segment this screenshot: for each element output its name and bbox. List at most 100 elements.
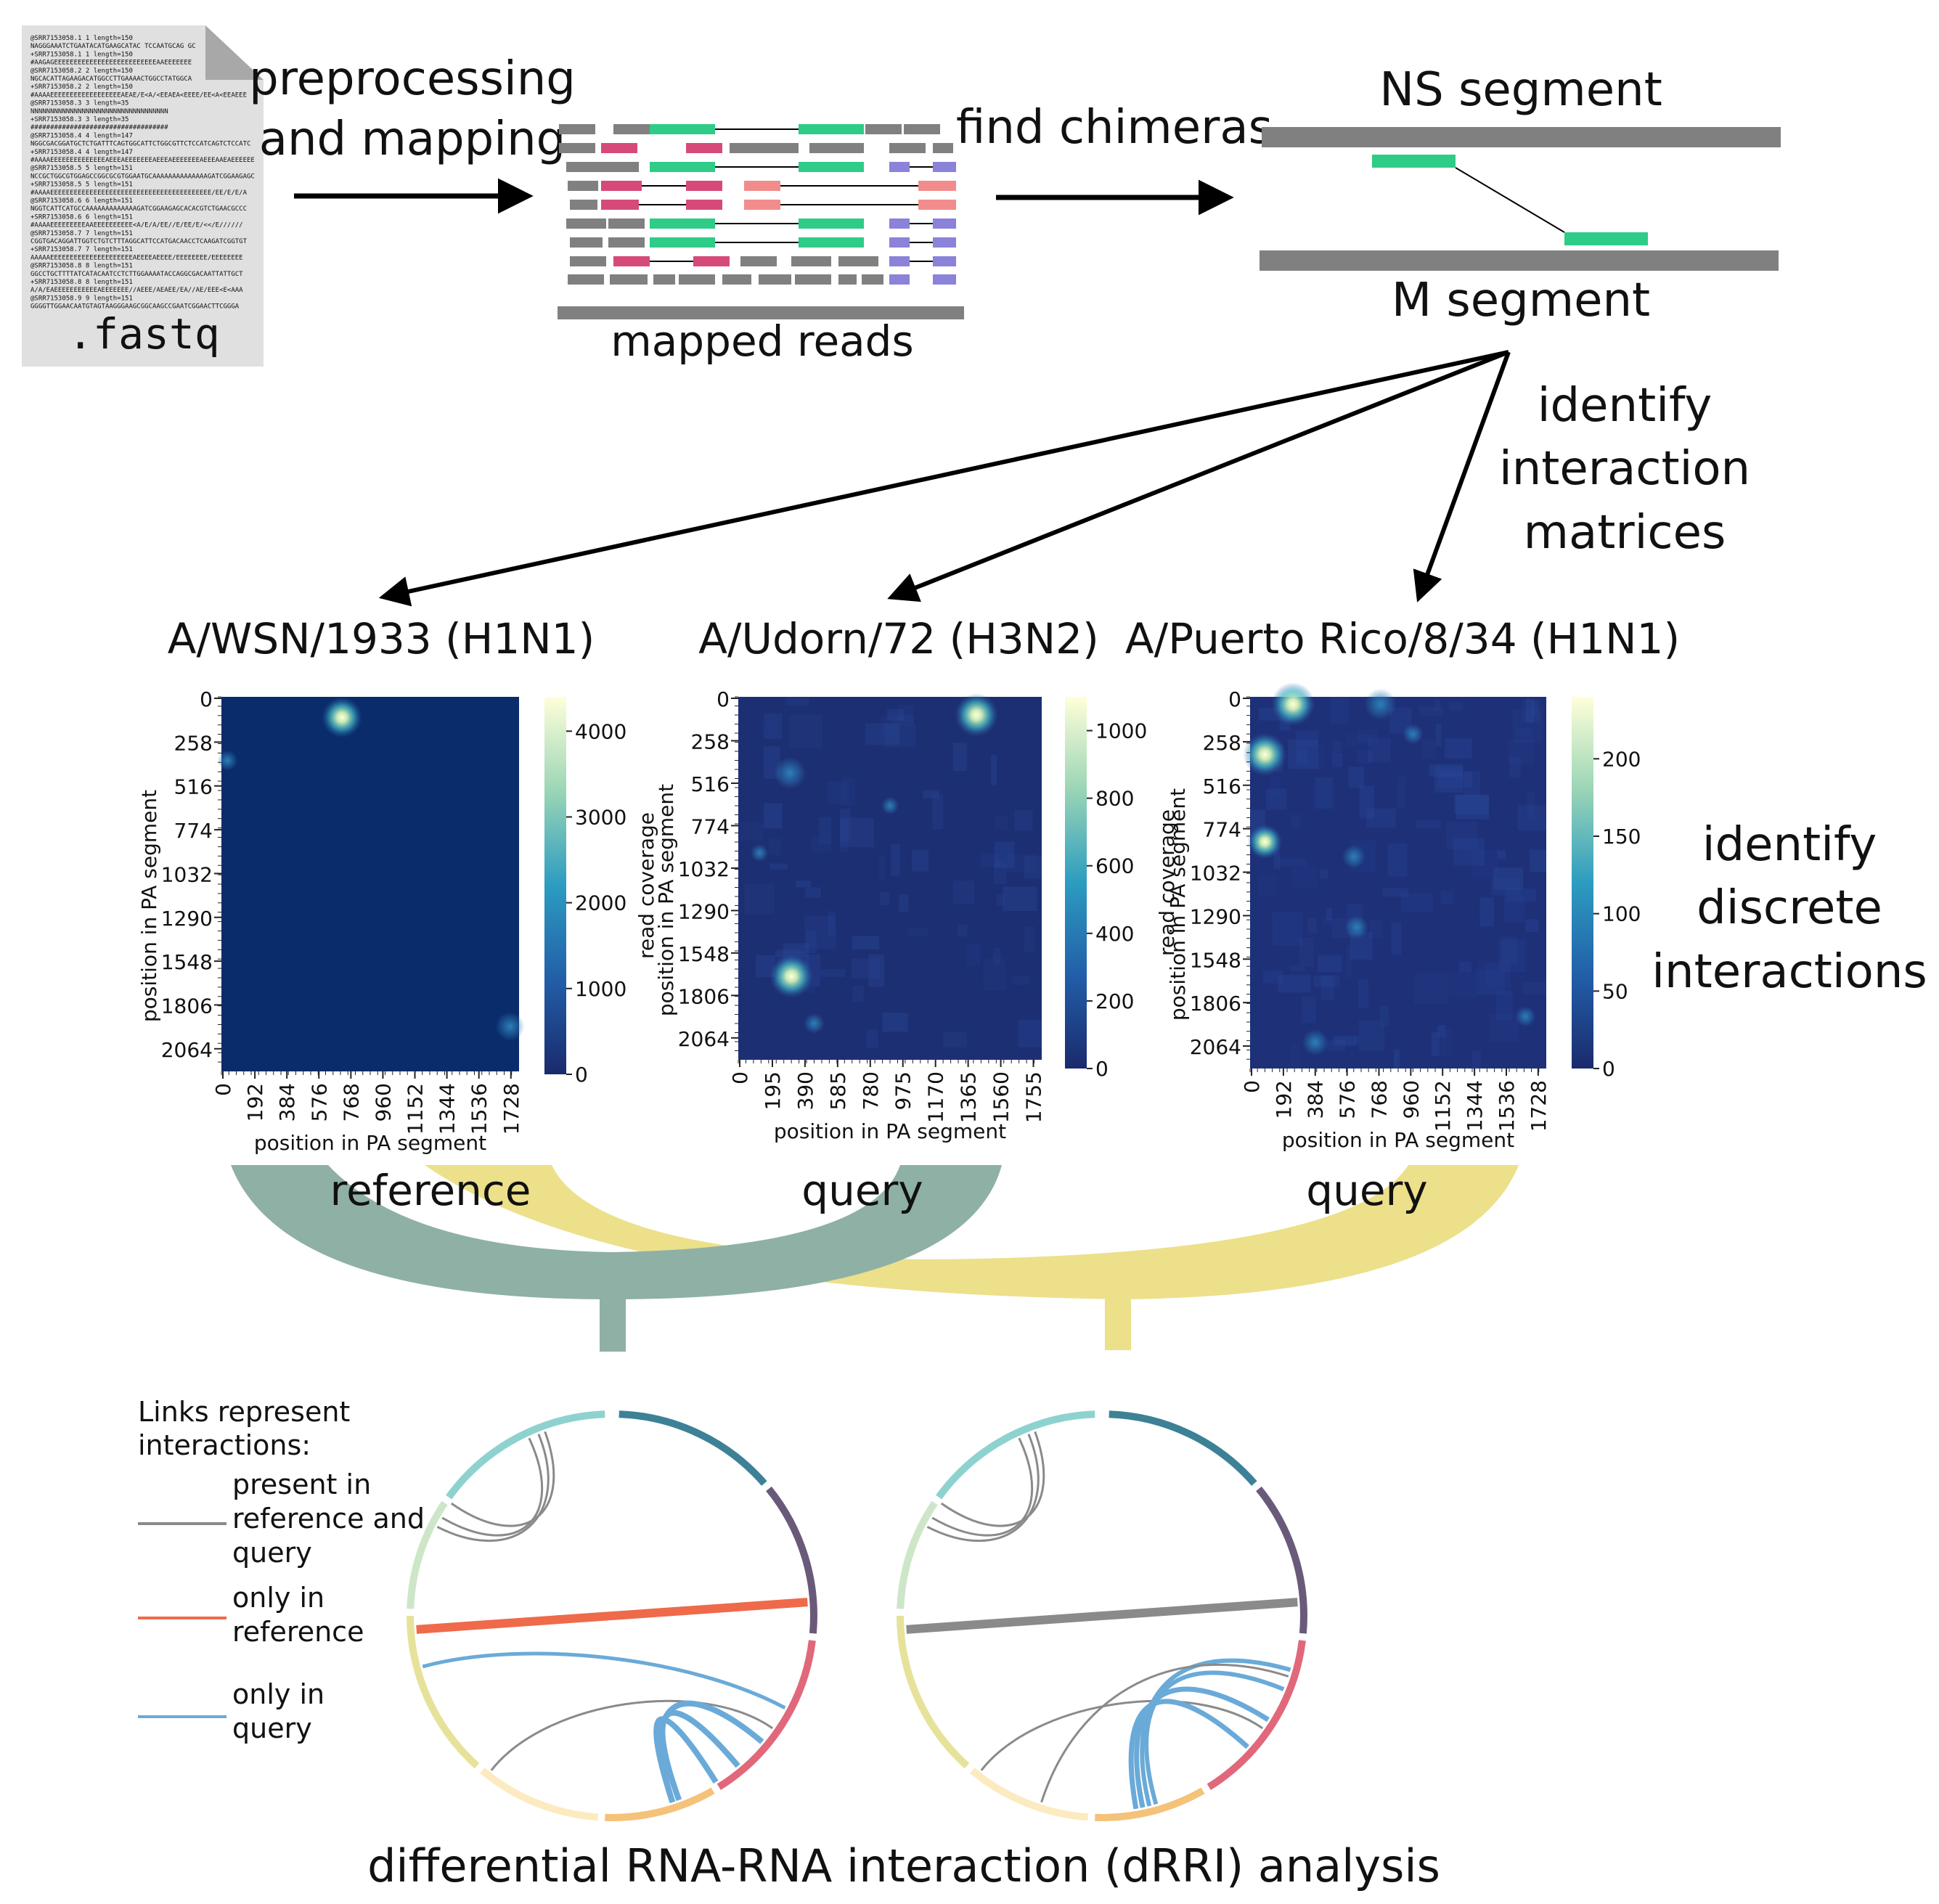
read-segment — [613, 124, 650, 134]
x-tick-label: 768 — [1367, 1080, 1391, 1119]
heatmap-texture — [775, 950, 806, 957]
circos-segment-arc — [1109, 1410, 1257, 1486]
y-tick-label: 258 — [174, 731, 213, 755]
legend-title-line2: interactions: — [138, 1429, 311, 1461]
heatmap-texture — [1332, 1036, 1360, 1045]
heatmap-texture — [1449, 972, 1477, 999]
colorbar — [1065, 697, 1087, 1069]
circos-segment-arc — [1256, 1486, 1307, 1634]
heatmap-texture — [839, 819, 849, 852]
y-tick-label: 774 — [1203, 818, 1241, 842]
read-segment — [730, 143, 799, 153]
heatmap-texture — [1024, 926, 1035, 952]
x-tick-label: 0 — [211, 1083, 235, 1096]
fastq-line: GGCCTGCTTTTATCATACAATCCTCTTGGAAAATACCAGG… — [30, 271, 243, 278]
heatmap-texture — [1491, 877, 1521, 896]
query-only-link — [1134, 1686, 1270, 1808]
heatmap-texture — [1471, 1050, 1482, 1069]
heatmap-texture — [1356, 750, 1373, 764]
link-legend: Links represent interactions: present in… — [138, 1396, 425, 1744]
legend-ref-only-line2: reference — [232, 1616, 364, 1648]
y-tick-label: 1032 — [161, 862, 213, 886]
query-only-link — [422, 1651, 786, 1710]
read-segment — [570, 200, 597, 210]
fastq-line: +SRR7153058.5 5 length=151 — [30, 181, 133, 189]
x-tick-label: 576 — [307, 1083, 331, 1121]
y-tick-label: 1548 — [1190, 948, 1241, 972]
colorbar-tick-label: 600 — [1095, 854, 1134, 878]
heatmap-hotspot — [1243, 732, 1287, 777]
heatmap-texture — [764, 803, 783, 829]
y-tick-label: 1806 — [161, 994, 213, 1018]
read-segment — [889, 162, 910, 172]
heatmap-texture — [851, 958, 881, 979]
fastq-line: +SRR7153058.6 6 length=151 — [30, 213, 133, 221]
reference-flow — [231, 1165, 1002, 1299]
heatmap-texture — [886, 708, 905, 721]
query-flow-right — [425, 1165, 1519, 1299]
heatmap-texture — [1322, 918, 1333, 925]
heatmap-texture — [995, 817, 1008, 830]
heatmap-texture — [911, 849, 929, 872]
x-tick-label: 1728 — [1527, 1080, 1551, 1132]
heatmap-texture — [1431, 1032, 1440, 1057]
heatmap-texture — [810, 836, 832, 853]
heatmap-texture — [1416, 820, 1441, 829]
fastq-line: @SRR7153058.7 7 length=151 — [30, 230, 133, 237]
heatmap-texture — [827, 781, 849, 804]
heatmap-texture — [1493, 867, 1524, 890]
read-segment — [799, 237, 864, 248]
x-tick-label: 1344 — [1463, 1080, 1487, 1132]
heatmap-texture — [770, 863, 788, 870]
fastq-line: CGGTGACAGGATTGGTCTGTCTTTAGGCATTCCATGACAA… — [30, 238, 248, 245]
heatmap-texture — [1346, 945, 1352, 978]
step2-label: find chimeras — [956, 101, 1273, 155]
x-tick-label: 0 — [728, 1071, 752, 1084]
heatmap-texture — [1334, 1035, 1358, 1046]
circos-segment-arc — [1207, 1640, 1306, 1791]
heatmap-texture — [1345, 734, 1372, 745]
colorbar-tick-label: 2000 — [575, 891, 626, 915]
fastq-line: NGGTCATTCATGCCAAAAAAAAAAAAAGATCGGAAGAGCA… — [30, 205, 247, 213]
heatmap-texture — [1307, 918, 1317, 933]
heatmap-texture — [1434, 699, 1441, 711]
x-tick-label: 585 — [826, 1071, 850, 1110]
colorbar — [544, 697, 566, 1074]
query-only-link — [1144, 1670, 1285, 1805]
x-tick-label: 195 — [761, 1071, 785, 1110]
heatmap-texture — [1422, 739, 1436, 759]
x-tick-label: 1536 — [468, 1083, 491, 1135]
heatmap-hotspot — [770, 955, 814, 998]
heatmap-texture — [828, 911, 836, 936]
heatmap-texture — [1531, 701, 1538, 715]
heatmap-texture — [1476, 969, 1505, 996]
step1-label-line2: and mapping — [259, 113, 566, 166]
heatmap-texture — [994, 841, 1015, 868]
legend-shared-line3: query — [232, 1537, 312, 1569]
heatmap-texture — [804, 915, 836, 949]
heatmap-hotspot — [1403, 724, 1424, 745]
heatmap-texture — [907, 927, 928, 936]
colorbar-tick-label: 50 — [1602, 979, 1628, 1003]
read-segment — [650, 124, 715, 134]
step4-label-line2: discrete — [1697, 881, 1882, 935]
heatmap-texture — [840, 809, 851, 841]
read-segment — [740, 256, 777, 266]
heatmap-texture — [1444, 738, 1472, 759]
heatmap-texture — [1379, 1005, 1389, 1026]
heatmap-area — [1250, 697, 1546, 1069]
query-only-link — [658, 1700, 764, 1804]
heatmap-texture — [983, 958, 1006, 992]
arrow-to-matrix-2 — [887, 350, 1510, 602]
heatmap-texture — [1014, 809, 1033, 830]
heatmap-texture — [1459, 962, 1471, 973]
fastq-line: NNNNNNNNNNNNNNNNNNNNNNNNNNNNNNNNNNN — [30, 108, 168, 115]
chimera-junction-line — [1455, 167, 1565, 233]
shared-link — [1040, 1663, 1289, 1803]
x-tick-label: 192 — [243, 1083, 267, 1121]
read-segment — [686, 200, 722, 210]
mapped-reads-illustration — [558, 124, 964, 319]
fastq-line: ################################### — [30, 124, 168, 131]
heatmap-texture — [993, 860, 1007, 885]
